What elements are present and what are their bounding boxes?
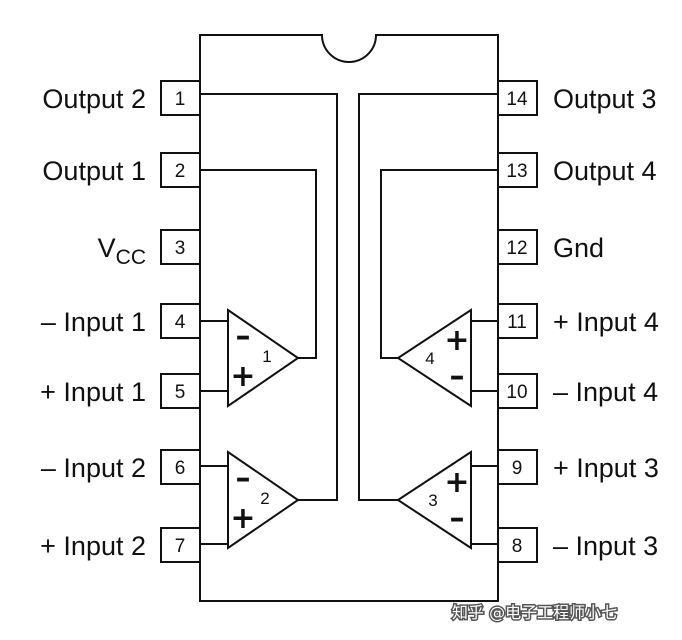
pin-label: – Input 4 — [553, 377, 658, 407]
inverting-sign: – — [236, 319, 251, 354]
pin-number: 9 — [512, 458, 523, 479]
pin-label: + Input 1 — [40, 377, 146, 407]
pin-number: 5 — [175, 382, 186, 403]
pin-14 — [497, 80, 538, 116]
inverting-sign: – — [450, 501, 465, 536]
amp-number: 2 — [260, 489, 269, 508]
pin-number: 4 — [175, 312, 186, 333]
noninverting-sign: + — [230, 501, 255, 536]
internal-wiring — [200, 93, 498, 545]
op-amp-1: – + 1 — [227, 308, 300, 408]
noninverting-sign: + — [444, 323, 469, 358]
noninverting-sign: + — [444, 465, 469, 500]
amp-number: 3 — [428, 491, 437, 510]
pin-number: 12 — [506, 238, 527, 259]
pin-label: Output 2 — [42, 84, 146, 114]
op-amp-3: + – 3 — [396, 450, 472, 550]
wire-amp1-output — [200, 169, 317, 359]
op-amp-4: + – 4 — [396, 308, 472, 408]
pin-label: Gnd — [553, 233, 604, 263]
pin-number: 11 — [507, 312, 527, 333]
pin-label: – Input 3 — [553, 531, 658, 561]
amp-number: 1 — [262, 347, 271, 366]
pin-label: Output 4 — [553, 156, 657, 186]
wire-amp2-output — [200, 93, 338, 501]
pin-number: 1 — [175, 89, 186, 110]
watermark-text: 知乎 @电子工程师小七 — [452, 603, 617, 622]
pin-number: 6 — [175, 458, 186, 479]
vcc-main: V — [98, 233, 116, 263]
pin-number: 13 — [506, 161, 527, 182]
noninverting-sign: + — [230, 359, 255, 394]
pin-1 — [160, 80, 201, 116]
pin-label: + Input 2 — [40, 531, 146, 561]
op-amp-4-triangle — [396, 308, 472, 408]
pin-3 — [160, 229, 201, 265]
pin-label: – Input 2 — [41, 453, 146, 483]
pin-number: 8 — [512, 536, 523, 557]
pin-label: Output 1 — [42, 156, 146, 186]
pin-number: 7 — [175, 536, 186, 557]
op-amp-2-triangle — [227, 450, 300, 550]
pin-label-vcc: VCC — [98, 233, 146, 269]
op-amp-1-triangle — [227, 308, 300, 408]
vcc-subscript: CC — [116, 246, 146, 269]
pin-number: 2 — [175, 161, 186, 182]
amp-number: 4 — [425, 349, 434, 368]
pin-label: + Input 4 — [553, 307, 659, 337]
pin-number: 3 — [175, 238, 186, 259]
pin-number: 10 — [506, 382, 527, 403]
pin-label: + Input 3 — [553, 453, 659, 483]
pin-number: 14 — [506, 89, 528, 110]
inverting-sign: – — [236, 461, 251, 496]
wire-amp3-output — [358, 93, 498, 501]
pin-label: – Input 1 — [41, 307, 146, 337]
pin-label: Output 3 — [553, 84, 657, 114]
left-pins — [160, 80, 201, 563]
ic-package-outline — [199, 34, 499, 602]
op-amp-3-triangle — [396, 450, 472, 550]
pin-12 — [497, 229, 538, 265]
wire-amp4-output — [380, 169, 498, 359]
op-amp-2: – + 2 — [227, 450, 300, 550]
inverting-sign: – — [450, 359, 465, 394]
